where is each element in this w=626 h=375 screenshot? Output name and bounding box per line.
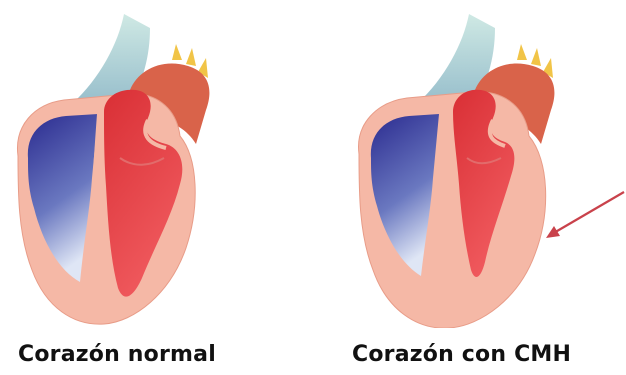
hcm-heart-illustration xyxy=(345,8,575,328)
caption-normal-heart: Corazón normal xyxy=(18,342,216,367)
caption-hcm-heart: Corazón con CMH xyxy=(352,342,571,367)
arrow-icon xyxy=(540,190,626,250)
normal-heart-illustration xyxy=(0,8,230,328)
